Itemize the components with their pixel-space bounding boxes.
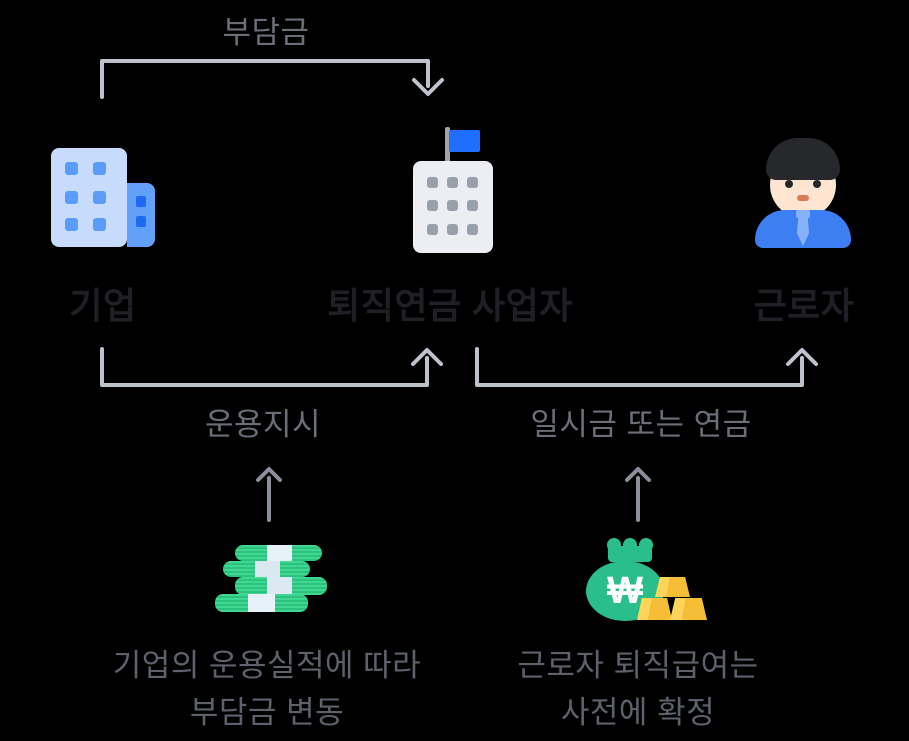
company-building-body	[51, 148, 127, 247]
flow-label-contribution: 부담금	[222, 15, 310, 50]
up-arrow-money-bag	[625, 467, 651, 522]
note-company: 기업의 운용실적에 따라 부담금 변동	[113, 642, 421, 736]
money-bag-neck	[608, 546, 652, 562]
note-company-line2: 부담금 변동	[189, 695, 345, 730]
money-stack-icon	[214, 545, 328, 612]
entity-label-company: 기업	[69, 285, 137, 326]
flow-label-instruction: 운용지시	[204, 407, 322, 442]
flag-icon	[449, 130, 480, 152]
flag-pole	[445, 127, 450, 165]
up-arrow-money-stack	[256, 467, 282, 522]
gold-bar-left	[637, 598, 672, 620]
flow-label-payout: 일시금 또는 연금	[530, 407, 752, 442]
worker-mouth	[797, 195, 809, 201]
worker-tie-knot	[796, 210, 810, 218]
note-company-line1: 기업의 운용실적에 따라	[112, 648, 422, 683]
provider-building-body	[413, 161, 493, 253]
gold-bar-right	[670, 598, 707, 620]
worker-eye-right	[813, 180, 821, 188]
won-symbol: ₩	[607, 569, 643, 612]
company-building-icon	[51, 148, 155, 247]
arrow-contribution	[100, 59, 444, 99]
arrow-instruction	[100, 347, 443, 387]
note-worker-line2: 사전에 확정	[560, 695, 716, 730]
note-worker: 근로자 퇴직급여는 사전에 확정	[517, 642, 758, 736]
note-worker-line1: 근로자 퇴직급여는	[517, 648, 759, 683]
money-bag-gold-icon: ₩	[586, 538, 708, 622]
worker-eye-left	[785, 180, 793, 188]
gold-bar-top	[655, 577, 690, 597]
company-annex-building	[127, 183, 155, 247]
entity-label-provider: 퇴직연금 사업자	[327, 285, 573, 326]
arrow-payout	[475, 347, 818, 387]
entity-label-worker: 근로자	[753, 285, 855, 326]
flag-building-icon	[413, 127, 499, 253]
worker-tie	[797, 218, 809, 246]
worker-hair	[766, 138, 840, 180]
worker-person-icon	[755, 138, 851, 248]
